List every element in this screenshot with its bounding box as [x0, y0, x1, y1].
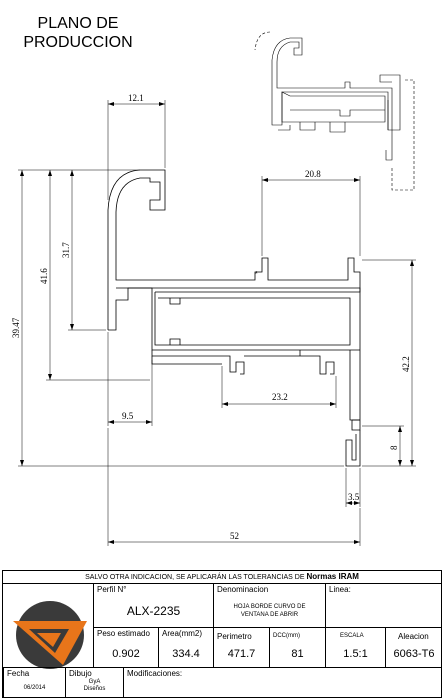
perfil-value: ALX-2235 [126, 604, 181, 618]
perimetro-cell: Perimetro 471.7 [213, 627, 269, 667]
dimension-lines [18, 100, 416, 546]
dim-20-8: 20.8 [305, 169, 321, 179]
dim-9-5: 9.5 [122, 411, 134, 421]
dim-42-2: 42.2 [401, 356, 411, 372]
area-cell: Area(mm2) 334.4 [158, 627, 213, 667]
area-label: Area(mm2) [162, 629, 203, 638]
fecha-cell: Fecha 06/2014 [3, 667, 65, 698]
dcc-label: DCC(mm) [273, 633, 300, 639]
drawing-title: PLANO DE PRODUCCION [18, 14, 138, 52]
dimension-arrows [20, 102, 414, 544]
denominacion-label: Denominacion [217, 585, 269, 594]
dim-31-7: 31.7 [61, 242, 71, 258]
fecha-value: 06/2014 [23, 685, 46, 691]
technical-drawing: * [11, 31, 416, 546]
dcc-cell: DCC(mm) 81 [269, 627, 325, 667]
escala-cell: ESCALA 1.5:1 [325, 627, 385, 667]
denominacion-cell: Denominacion HOJA BORDE CURVO DE VENTANA… [213, 583, 325, 627]
title-block: SALVO OTRA INDICACION, SE APLICARÁN LAS … [2, 570, 442, 698]
modificaciones-label: Modificaciones: [127, 669, 183, 678]
perfil-label: Perfil N° [97, 585, 127, 594]
dibujo-line-2: Diseños [83, 686, 106, 692]
escala-value: 1.5:1 [343, 648, 368, 660]
main-profile: * [107, 169, 361, 467]
peso-label: Peso estimado [97, 629, 150, 638]
dibujo-cell: Dibujo GyA Diseños [65, 667, 123, 698]
dim-41-6: 41.6 [39, 268, 49, 284]
perimetro-label: Perimetro [217, 632, 252, 641]
fecha-label: Fecha [7, 669, 30, 678]
denominacion-line-1: HOJA BORDE CURVO DE [233, 604, 306, 610]
dcc-value: 81 [291, 648, 304, 660]
peso-value: 0.902 [112, 648, 140, 660]
dim-8: 8 [389, 445, 399, 450]
title-line-2: PRODUCCION [23, 34, 133, 51]
area-value: 334.4 [172, 648, 200, 660]
aleacion-cell: Aleacion 6063-T6 [385, 627, 442, 667]
tolerance-norm: Normas IRAM [306, 572, 359, 581]
modificaciones-cell: Modificaciones: [123, 667, 442, 698]
aleacion-value: 6063-T6 [393, 648, 435, 660]
aleacion-label: Aleacion [398, 632, 429, 641]
dimension-labels: 12.1 20.8 31.7 41.6 39.47 42.2 9.5 23.2 … [11, 93, 411, 541]
svg-text:*: * [255, 271, 258, 278]
peso-cell: Peso estimado 0.902 [93, 627, 158, 667]
perfil-cell: Perfil N° ALX-2235 [93, 583, 213, 627]
dibujo-line-1: GyA [88, 679, 101, 685]
assembly-thumbnail [254, 31, 415, 191]
linea-label: Linea: [329, 585, 351, 594]
dim-23-2: 23.2 [272, 392, 288, 402]
dibujo-label: Dibujo [69, 669, 92, 678]
company-logo [13, 601, 87, 669]
perimetro-value: 471.7 [227, 648, 256, 660]
tolerance-note-text: SALVO OTRA INDICACION, SE APLICARÁN LAS … [85, 574, 305, 581]
dim-12-1: 12.1 [128, 93, 144, 103]
dim-52: 52 [230, 531, 239, 541]
dim-3-5: 3.5 [348, 492, 360, 502]
dim-39-47: 39.47 [11, 317, 21, 338]
linea-cell: Linea: [325, 583, 442, 627]
escala-label: ESCALA [340, 633, 364, 639]
title-line-1: PLANO DE [37, 15, 119, 32]
denominacion-line-2: VENTANA DE ABRIR [240, 612, 299, 618]
